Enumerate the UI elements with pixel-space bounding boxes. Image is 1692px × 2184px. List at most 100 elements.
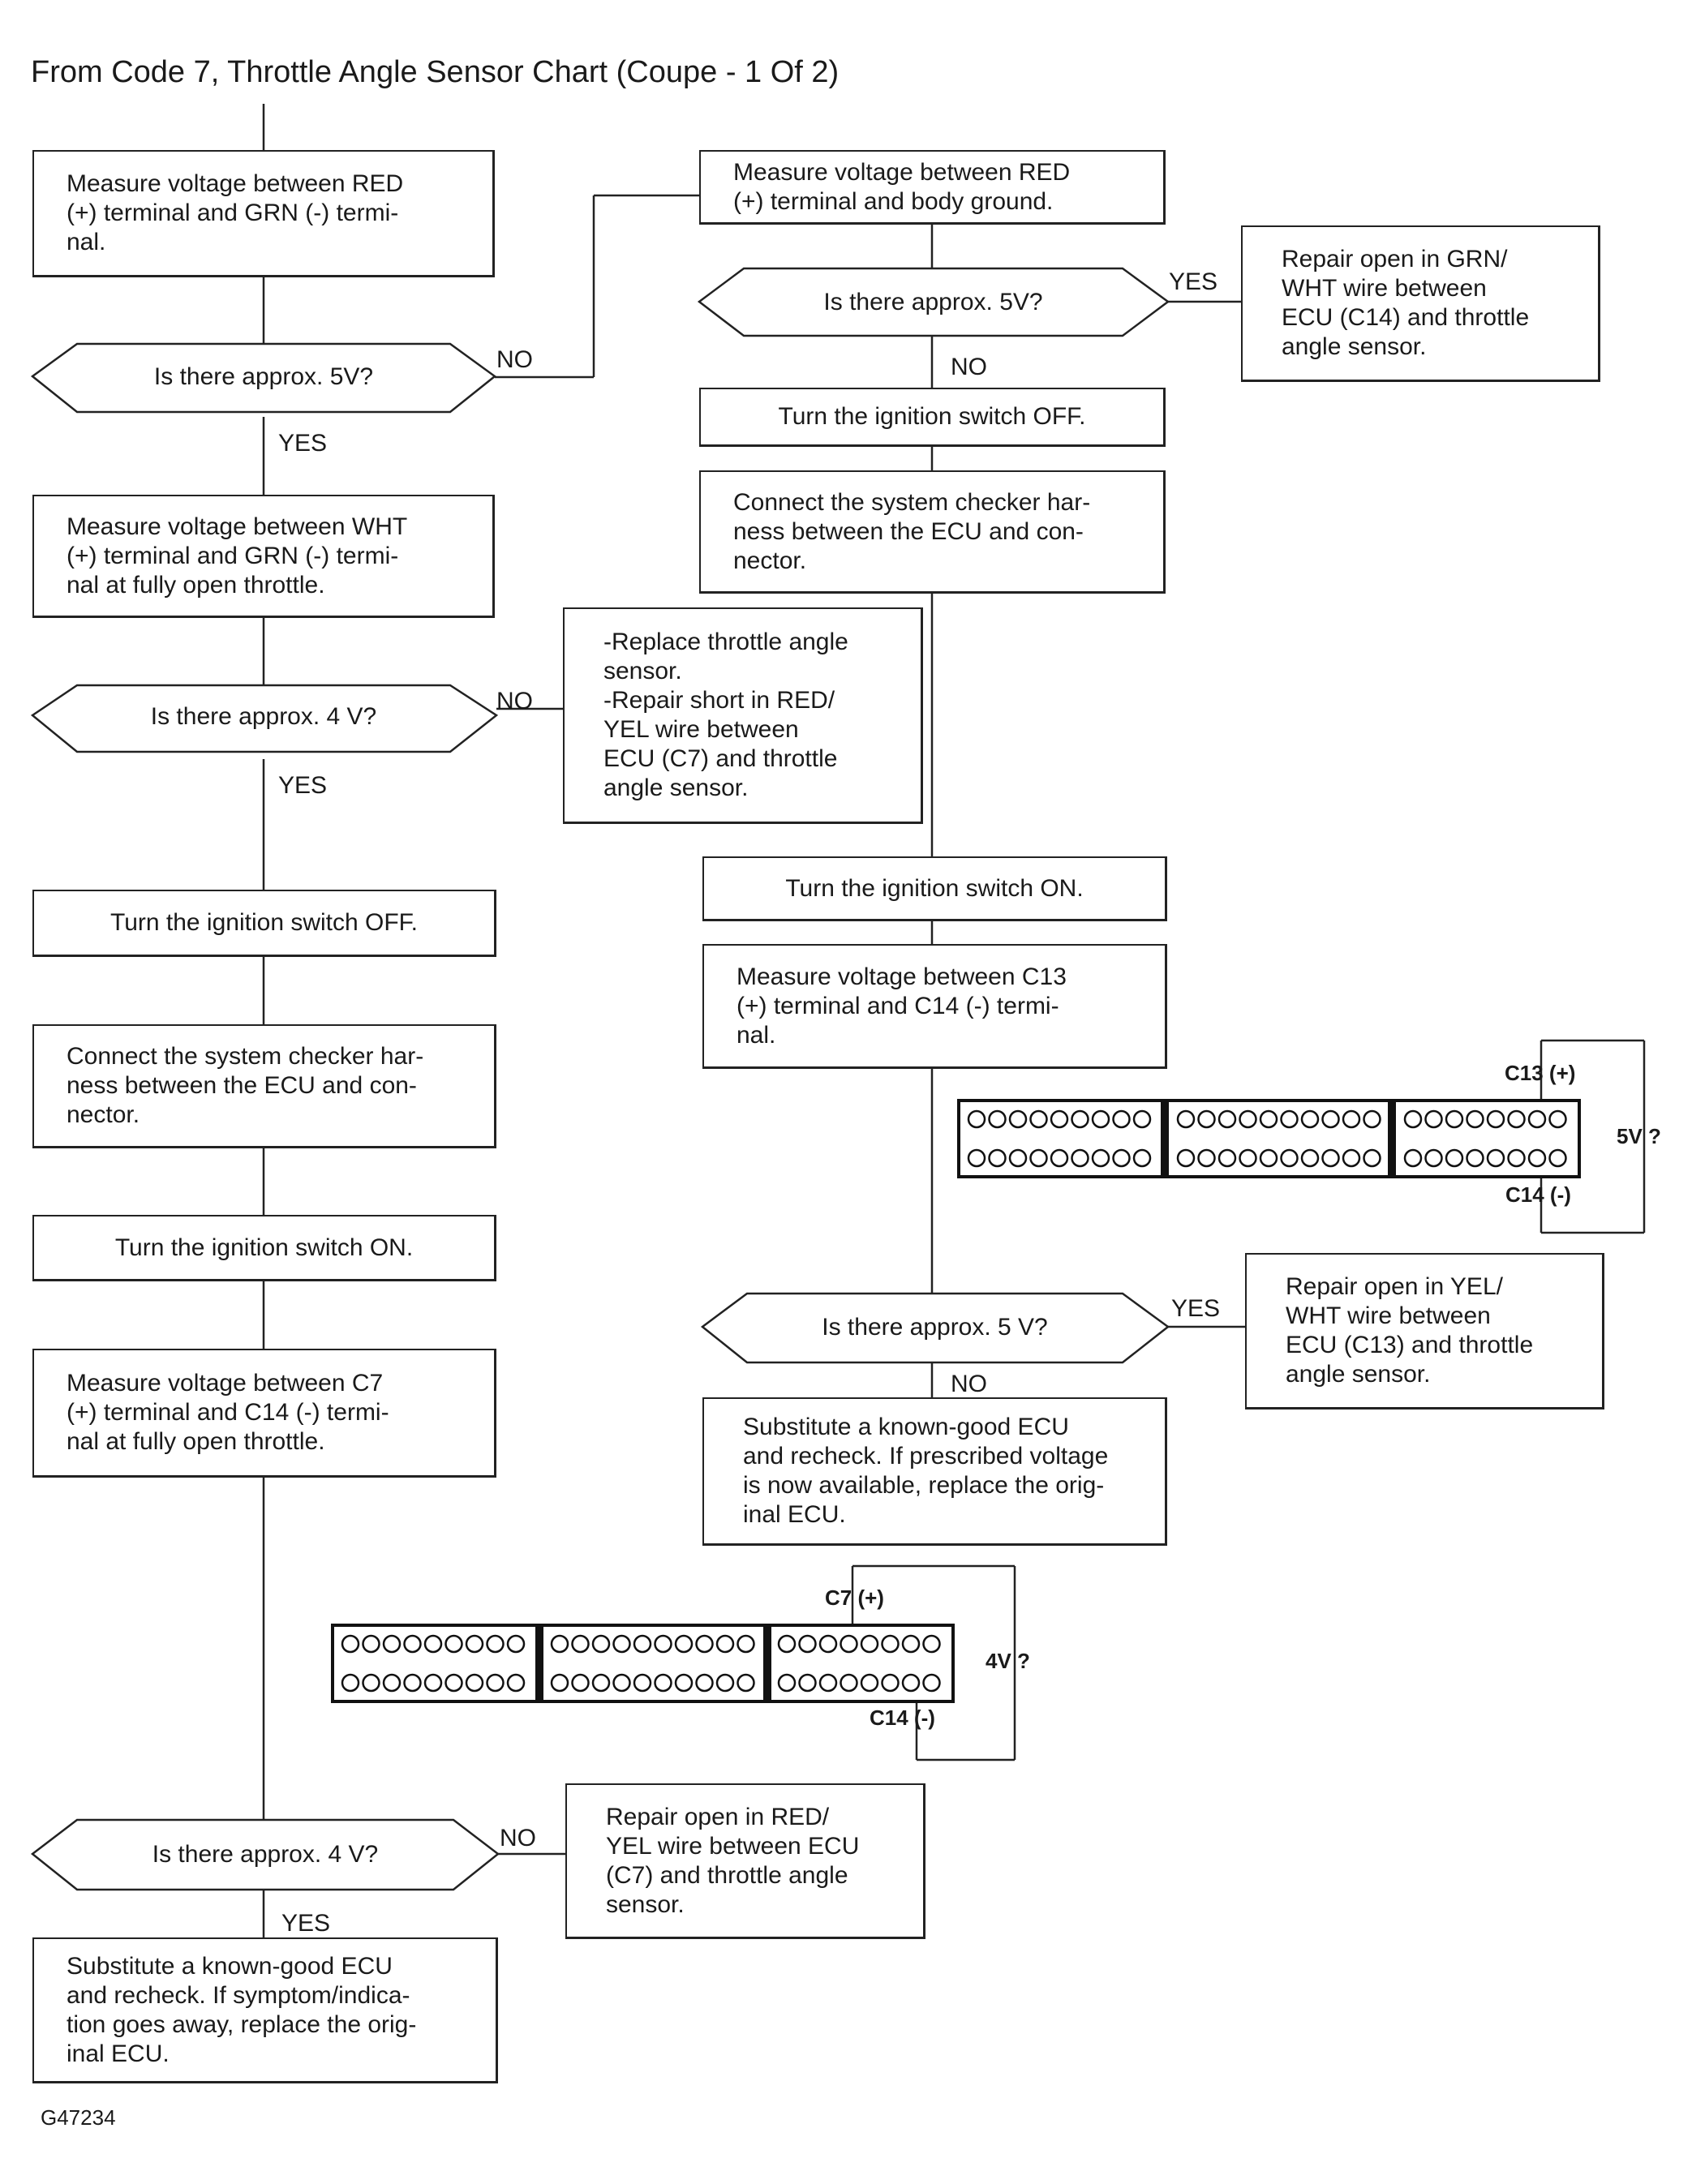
- connector-pin: [1363, 1109, 1381, 1129]
- connector-pin: [922, 1634, 941, 1654]
- decision-shape-right-1: [697, 267, 1170, 337]
- decision-right-5v-final-text: Is there approx. 5 V?: [822, 1314, 1048, 1341]
- mid-repair-line-3: (C7) and throttle angle: [606, 1861, 848, 1889]
- connector-pin: [444, 1634, 463, 1654]
- right-b3-line-3: nector.: [733, 547, 807, 574]
- connector-pin: [362, 1634, 380, 1654]
- connector-pin: [423, 1634, 443, 1654]
- step-measure-wht-grn: Measure voltage between WHT(+) terminal …: [32, 495, 495, 618]
- connector-pin: [1321, 1148, 1340, 1168]
- connector-pin: [654, 1673, 672, 1693]
- connector-pin: [695, 1634, 714, 1654]
- right-r1-line-2: WHT wire between: [1282, 275, 1487, 302]
- right-b5-line-1: Measure voltage between C13: [736, 963, 1067, 990]
- decision-shape-right-2: [700, 1292, 1170, 1364]
- step-connect-checker-left: Connect the system checker har-ness betw…: [32, 1024, 496, 1148]
- decision-left-4v-text: Is there approx. 4 V?: [150, 703, 377, 730]
- decision-shape-left-3: [30, 1818, 500, 1891]
- connector-pin: [901, 1634, 921, 1654]
- left-b6-line-2: (+) terminal and C14 (-) termi-: [67, 1399, 389, 1426]
- connector-pin: [1466, 1109, 1484, 1129]
- step-measure-red-grn: Measure voltage between RED(+) terminal …: [32, 150, 495, 277]
- connector-pin: [1342, 1148, 1361, 1168]
- connector-pin: [382, 1673, 402, 1693]
- connector-pin: [571, 1673, 590, 1693]
- left-b1-line-3: nal.: [67, 229, 106, 255]
- connector-pin: [1363, 1148, 1381, 1168]
- connector-pin: [1029, 1109, 1048, 1129]
- mid-replace-line-1: -Replace throttle angle: [603, 629, 848, 655]
- right-r2-line-4: angle sensor.: [1286, 1361, 1431, 1388]
- label-no-left-3: NO: [500, 1825, 536, 1851]
- left-b7-line-3: tion goes away, replace the orig-: [67, 2010, 417, 2038]
- connector-pin: [901, 1673, 921, 1693]
- connector-pin: [674, 1673, 694, 1693]
- connector-pin: [1445, 1109, 1464, 1129]
- connector-pin: [736, 1673, 755, 1693]
- voltage-reading-4v: 4V ?: [986, 1649, 1030, 1673]
- connector-pin: [1197, 1109, 1216, 1129]
- right-b6-line-4: inal ECU.: [743, 1501, 846, 1528]
- connector-pin: [1424, 1148, 1443, 1168]
- connector-pin: [1112, 1148, 1131, 1168]
- connector-pin: [591, 1673, 611, 1693]
- right-b1-line-2: (+) terminal and body ground.: [733, 187, 1054, 215]
- connector-pin: [403, 1673, 422, 1693]
- mid-replace-line-4: YEL wire between: [603, 716, 799, 743]
- right-b5-line-3: nal.: [736, 1021, 776, 1049]
- connector-pin: [1403, 1148, 1423, 1168]
- connector-pin: [506, 1673, 526, 1693]
- step-connect-checker-right: Connect the system checker har-ness betw…: [699, 470, 1166, 594]
- connector-pin: [967, 1109, 986, 1129]
- voltage-reading-5v: 5V ?: [1617, 1124, 1661, 1148]
- right-r1-line-1: Repair open in GRN/: [1282, 246, 1508, 272]
- left-b4-line-1: Connect the system checker har-: [67, 1043, 424, 1070]
- step-ignition-on-right: Turn the ignition switch ON.: [702, 856, 1167, 921]
- connector-pin: [465, 1634, 484, 1654]
- step-repair-red-yel: Repair open in RED/YEL wire between ECU(…: [565, 1783, 925, 1939]
- connector-pin: [988, 1109, 1007, 1129]
- decision-left-5v-text: Is there approx. 5V?: [153, 363, 374, 390]
- connector-pin: [1071, 1109, 1089, 1129]
- pin-label-c14-minus-lower: C14 (-): [870, 1706, 935, 1730]
- right-b5-line-2: (+) terminal and C14 (-) termi-: [736, 992, 1059, 1019]
- connector-pin: [1321, 1109, 1340, 1129]
- label-no-left-1: NO: [496, 346, 533, 373]
- mid-repair-line-2: YEL wire between ECU: [606, 1832, 860, 1860]
- left-b7-line-4: inal ECU.: [67, 2040, 170, 2067]
- right-b6-line-3: is now available, replace the orig-: [743, 1472, 1105, 1499]
- connector-pin: [1259, 1148, 1278, 1168]
- step-measure-red-body: Measure voltage between RED(+) terminal …: [699, 150, 1166, 225]
- connector-pin: [840, 1634, 858, 1654]
- connector-pin: [777, 1634, 797, 1654]
- right-b6-line-1: Substitute a known-good ECU: [743, 1414, 1069, 1440]
- step-measure-c13-c14: Measure voltage between C13(+) terminal …: [702, 944, 1167, 1069]
- connector-pin: [1132, 1109, 1152, 1129]
- connector-pin: [1527, 1109, 1547, 1129]
- connector-pin: [550, 1673, 569, 1693]
- label-no-left-2: NO: [496, 688, 533, 714]
- connector-pin: [1091, 1109, 1110, 1129]
- connector-pin: [1259, 1109, 1278, 1129]
- step-ignition-off-right: Turn the ignition switch OFF.: [699, 388, 1166, 447]
- mid-replace-line-2: sensor.: [603, 658, 682, 684]
- connector-pin: [550, 1634, 569, 1654]
- connector-pin: [1548, 1148, 1567, 1168]
- connector-pin: [1403, 1109, 1423, 1129]
- connector-pin: [798, 1673, 817, 1693]
- connector-pin: [674, 1634, 694, 1654]
- connector-pin: [1050, 1148, 1069, 1168]
- connector-pin: [860, 1673, 879, 1693]
- connector-pin: [423, 1673, 443, 1693]
- step-ignition-on-left: Turn the ignition switch ON.: [32, 1215, 496, 1281]
- connector-pin: [1132, 1148, 1152, 1168]
- left-b6-line-3: nal at fully open throttle.: [67, 1428, 325, 1455]
- left-b6-line-1: Measure voltage between C7: [67, 1370, 384, 1397]
- connector-pin: [486, 1634, 505, 1654]
- connector-pin: [1507, 1148, 1526, 1168]
- connector-pin: [1548, 1109, 1567, 1129]
